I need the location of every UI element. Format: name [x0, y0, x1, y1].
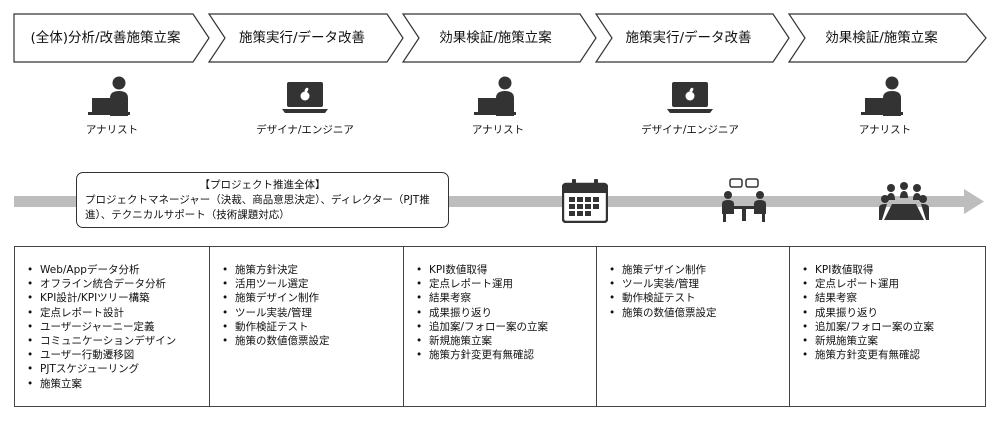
- task-item: 追加案/フォロー案の立案: [416, 320, 596, 334]
- project-title: 【プロジェクト推進全体】: [199, 179, 326, 191]
- task-item: PJTスケジューリング: [27, 362, 209, 376]
- role-label-5: アナリスト: [858, 124, 912, 136]
- task-list-5: KPI数値取得定点レポート運用結果考察成果振り返り追加案/フォロー案の立案新規施…: [802, 263, 985, 362]
- task-item: 定点レポート設計: [27, 306, 209, 320]
- project-body: プロジェクトマネージャー（決裁、商品意思決定）、ディレクター（PJT推進）、テク…: [85, 194, 430, 221]
- chevron-5: [787, 13, 987, 63]
- task-column-4: 施策デザイン制作ツール実装/管理動作検証テスト施策の数値億票設定: [597, 247, 790, 406]
- task-item: 施策方針変更有無確認: [416, 348, 596, 362]
- chevron-3: [401, 13, 597, 63]
- chevron-2: [207, 13, 404, 63]
- task-item: ユーザージャーニー定義: [27, 320, 209, 334]
- role-5: アナリスト: [815, 76, 955, 137]
- role-label-4: デザイナ/エンジニア: [641, 124, 739, 136]
- role-label-2: デザイナ/エンジニア: [256, 124, 354, 136]
- task-item: 施策の数値億票設定: [609, 306, 789, 320]
- role-4: デザイナ/エンジニア: [620, 76, 760, 137]
- task-item: 活用ツール選定: [222, 277, 403, 291]
- discussion-icon: [722, 178, 766, 222]
- role-label-3: アナリスト: [471, 124, 525, 136]
- task-item: 成果振り返り: [416, 306, 596, 320]
- meeting-icon: [879, 182, 929, 220]
- task-item: 追加案/フォロー案の立案: [802, 320, 985, 334]
- role-1: アナリスト: [42, 76, 182, 137]
- task-item: 成果振り返り: [802, 306, 985, 320]
- task-item: 新規施策立案: [802, 334, 985, 348]
- task-column-1: Web/Appデータ分析オフライン統合データ分析KPI設計/KPIツリー構築定点…: [15, 247, 210, 406]
- phase-label-5: 効果検証/施策立案: [825, 30, 938, 46]
- task-list-4: 施策デザイン制作ツール実装/管理動作検証テスト施策の数値億票設定: [609, 263, 789, 320]
- phase-label-1: (全体)分析/改善施策立案: [30, 30, 181, 46]
- task-item: 動作検証テスト: [222, 320, 403, 334]
- phase-label-4: 施策実行/データ改善: [625, 30, 752, 46]
- task-item: ツール実装/管理: [222, 306, 403, 320]
- task-item: 結果考察: [802, 291, 985, 305]
- task-list-2: 施策方針決定活用ツール選定施策デザイン制作ツール実装/管理動作検証テスト施策の数…: [222, 263, 403, 348]
- analyst-icon: [88, 76, 130, 116]
- task-item: ツール実装/管理: [609, 277, 789, 291]
- task-column-5: KPI数値取得定点レポート運用結果考察成果振り返り追加案/フォロー案の立案新規施…: [790, 247, 985, 406]
- task-item: 施策デザイン制作: [609, 263, 789, 277]
- laptop-icon: [282, 82, 328, 113]
- task-column-3: KPI数値取得定点レポート運用結果考察成果振り返り追加案/フォロー案の立案新規施…: [404, 247, 597, 406]
- task-item: 施策デザイン制作: [222, 291, 403, 305]
- task-item: 定点レポート運用: [802, 277, 985, 291]
- calendar-icon: [562, 179, 608, 223]
- laptop-icon: [667, 82, 713, 113]
- task-item: 動作検証テスト: [609, 291, 789, 305]
- task-item: 施策立案: [27, 377, 209, 391]
- task-item: 施策の数値億票設定: [222, 334, 403, 348]
- task-item: ユーザー行動遷移図: [27, 348, 209, 362]
- phase-label-2: 施策実行/データ改善: [238, 30, 366, 46]
- task-item: Web/Appデータ分析: [27, 263, 209, 277]
- task-item: 定点レポート運用: [416, 277, 596, 291]
- project-overview-box: 【プロジェクト推進全体】 プロジェクトマネージャー（決裁、商品意思決定）、ディレ…: [76, 172, 449, 228]
- chevron-1: [13, 13, 210, 63]
- role-2: デザイナ/エンジニア: [235, 76, 375, 137]
- task-item: KPI設計/KPIツリー構築: [27, 291, 209, 305]
- role-label-1: アナリスト: [85, 124, 139, 136]
- task-item: 施策方針決定: [222, 263, 403, 277]
- task-list-3: KPI数値取得定点レポート運用結果考察成果振り返り追加案/フォロー案の立案新規施…: [416, 263, 596, 362]
- phase-chevrons: [13, 13, 987, 63]
- task-item: 施策方針変更有無確認: [802, 348, 985, 362]
- task-table: Web/Appデータ分析オフライン統合データ分析KPI設計/KPIツリー構築定点…: [14, 246, 986, 407]
- task-list-1: Web/Appデータ分析オフライン統合データ分析KPI設計/KPIツリー構築定点…: [27, 263, 209, 391]
- phase-label-3: 効果検証/施策立案: [439, 30, 552, 46]
- task-item: コミュニケーションデザイン: [27, 334, 209, 348]
- task-item: 新規施策立案: [416, 334, 596, 348]
- task-item: オフライン統合データ分析: [27, 277, 209, 291]
- analyst-icon: [861, 76, 903, 116]
- task-column-2: 施策方針決定活用ツール選定施策デザイン制作ツール実装/管理動作検証テスト施策の数…: [210, 247, 404, 406]
- task-item: 結果考察: [416, 291, 596, 305]
- role-3: アナリスト: [428, 76, 568, 137]
- analyst-icon: [474, 76, 516, 116]
- task-item: KPI数値取得: [802, 263, 985, 277]
- chevron-4: [594, 13, 790, 63]
- timeline-arrow: [14, 189, 984, 214]
- task-item: KPI数値取得: [416, 263, 596, 277]
